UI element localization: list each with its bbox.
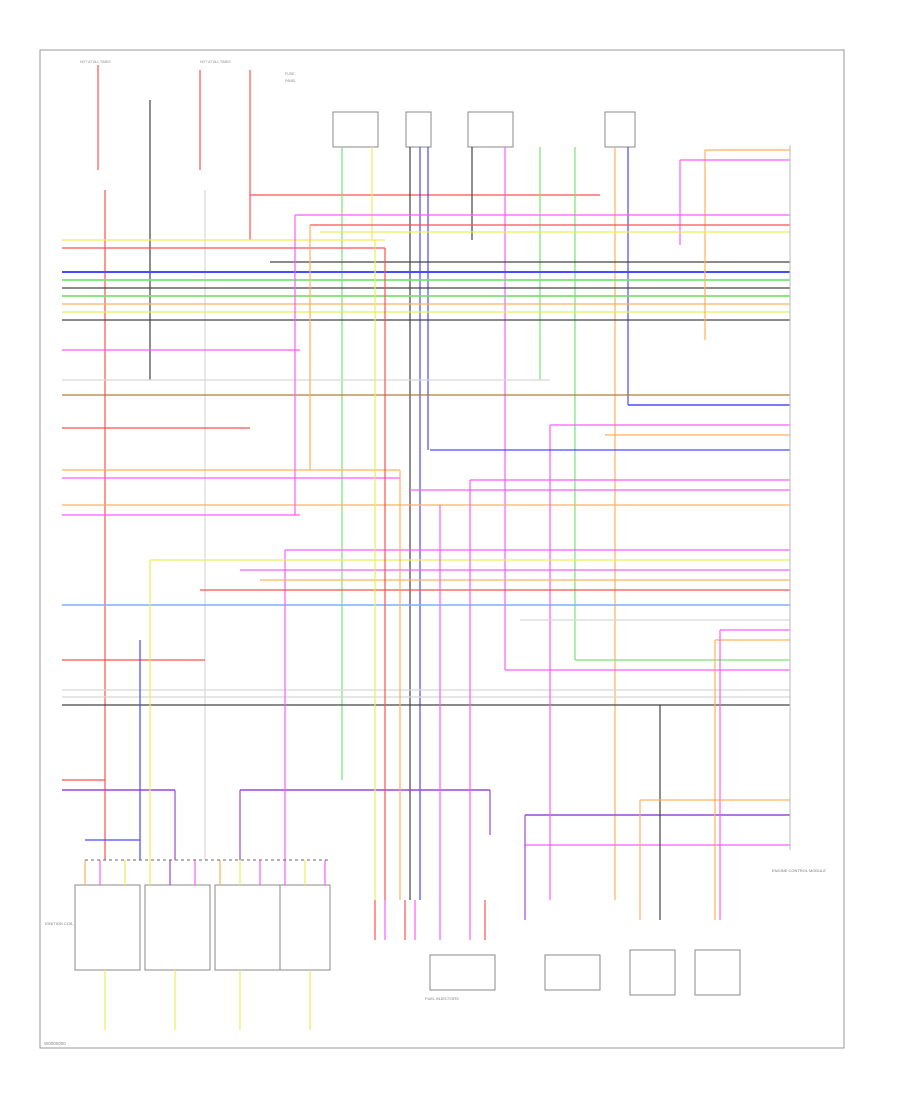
ecm-label: ENGINE CONTROL MODULE bbox=[772, 868, 826, 873]
footer-code: W0000000 bbox=[44, 1041, 66, 1046]
ignition-coil-label: IGNITION COIL bbox=[45, 921, 74, 926]
diagram-frame bbox=[39, 49, 845, 1049]
top-sensor-2 bbox=[405, 111, 432, 900]
svg-text:FUSE: FUSE bbox=[285, 72, 295, 76]
svg-text:HOT AT ALL TIMES: HOT AT ALL TIMES bbox=[200, 60, 231, 64]
top-sensor-3 bbox=[467, 111, 514, 670]
fuel-injectors-label: FUEL INJECTORS bbox=[425, 996, 459, 1001]
top-sensor-5 bbox=[604, 111, 790, 900]
top-sensor-1 bbox=[332, 111, 379, 780]
right-wire-bus bbox=[149, 149, 790, 920]
top-sensor-4 bbox=[539, 147, 576, 660]
svg-text:PANEL: PANEL bbox=[285, 79, 296, 83]
top-left-labels: HOT AT ALL TIMES HOT AT ALL TIMES FUSE P… bbox=[80, 60, 296, 83]
vertical-runners bbox=[85, 240, 526, 920]
svg-text:HOT AT ALL TIMES: HOT AT ALL TIMES bbox=[80, 60, 111, 64]
ignition-coil-row bbox=[74, 859, 331, 1030]
diagram-labels: ENGINE CONTROL MODULE FUEL INJECTORS IGN… bbox=[44, 868, 826, 1046]
horizontal-wire-bus bbox=[62, 239, 790, 846]
bottom-components bbox=[374, 900, 741, 996]
left-power-feeds bbox=[97, 65, 600, 860]
